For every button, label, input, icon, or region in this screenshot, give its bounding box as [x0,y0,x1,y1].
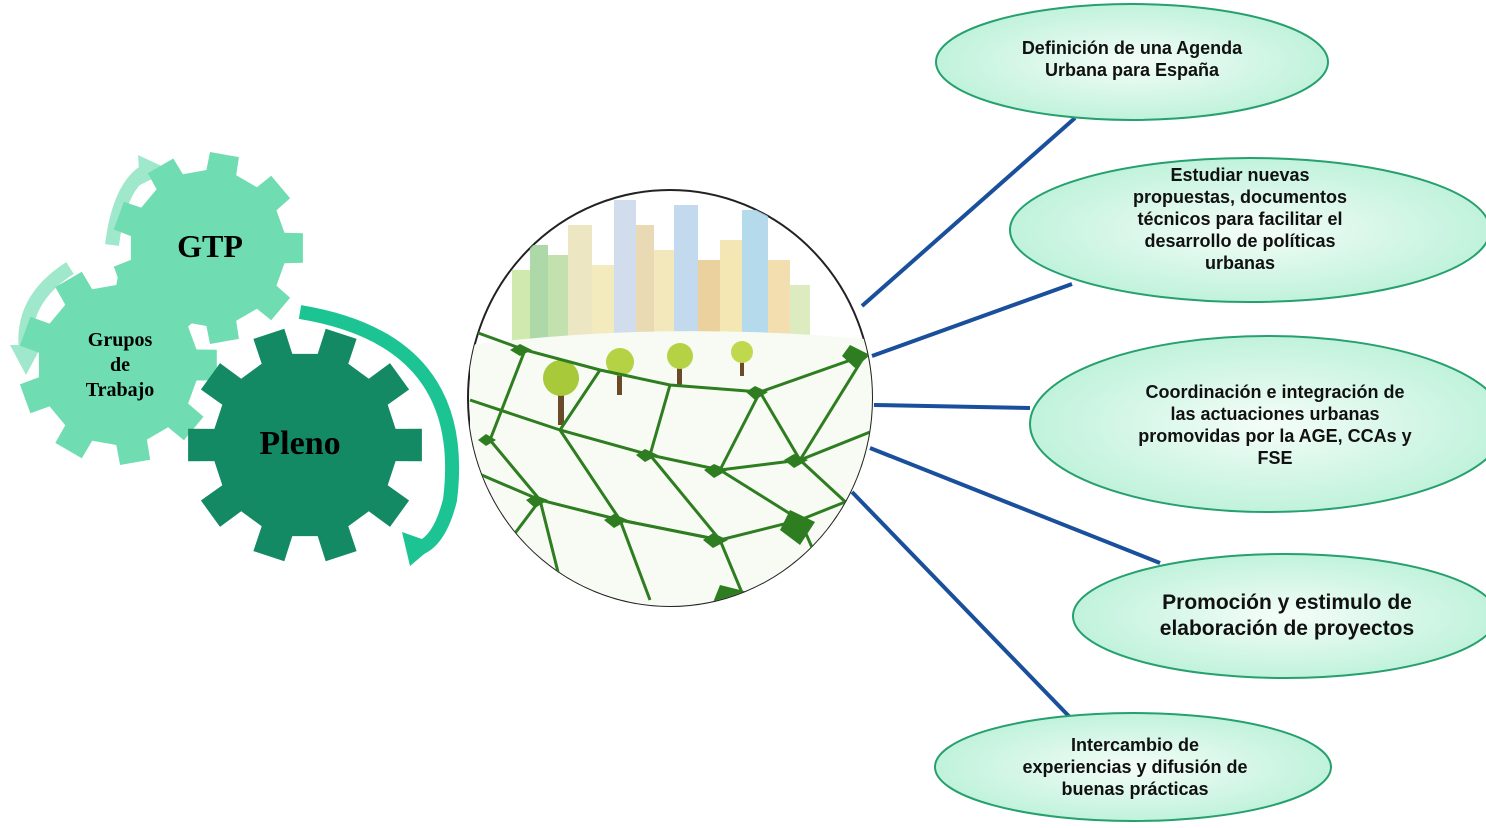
gear-gtp-label: GTP [177,228,243,264]
goal-5-line-3: buenas prácticas [1061,778,1209,799]
gear-gtp-shape [113,152,303,344]
goal-5-line-2: experiencias y difusión de [1022,756,1248,777]
goal-2-line-2: propuestas, documentos [1132,186,1348,207]
connector-1 [860,116,1077,308]
goal-text-1: Definición de una Agenda Urbana para Esp… [982,38,1282,82]
goal-2-line-5: urbanas [1204,252,1276,273]
gear-pleno-label: Pleno [259,425,341,462]
goal-2-line-1: Estudiar nuevas [1170,165,1310,185]
gear-grupos-line-1: Grupos [87,329,153,351]
arrow-grupos-head [10,345,42,375]
goal-3-line-4: FSE [1257,447,1293,468]
goal-3-line-3: promovidas por la AGE, CCAs y [1138,425,1412,446]
gear-grupos-label: Grupos de Trabajo [70,328,170,403]
connector-4 [869,446,1161,565]
goal-oval-4 [1072,553,1486,679]
city-network-illustration [467,189,873,607]
goal-oval-3 [1029,335,1486,513]
goal-3-line-2: las actuaciones urbanas [1170,403,1380,424]
connector-5 [850,490,1092,740]
gear-grupos [19,265,217,465]
goal-text-5: Intercambio de experiencias y difusión d… [1000,735,1270,801]
arrow-pleno-curve [298,305,460,555]
trees [543,341,753,425]
connector-2 [871,282,1073,358]
gear-grupos-shape [19,265,217,465]
goal-text-3: Coordinación e integración de las actuac… [1085,382,1465,470]
gear-grupos-line-2: de [110,354,130,376]
goal-oval-1 [935,3,1329,121]
goal-text-4: Promoción y estimulo de elaboración de p… [1112,590,1462,641]
goal-2-line-3: técnicos para facilitar el [1137,208,1343,229]
goal-4-line-2: elaboración de proyectos [1159,616,1415,640]
gear-pleno [188,328,422,562]
goal-4-line-1: Promoción y estimulo de [1162,591,1412,614]
goal-2-line-4: desarrollo de políticas [1144,230,1336,251]
goal-1-line-2: Urbana para España [1044,59,1220,80]
connector-3 [873,403,1031,410]
gear-grupos-line-3: Trabajo [85,379,155,401]
connector-lines [850,116,1161,740]
goal-1-line-1: Definición de una Agenda [1021,38,1243,58]
goal-text-2: Estudiar nuevas propuestas, documentos t… [1070,165,1410,275]
goal-3-line-1: Coordinación e integración de [1145,382,1405,402]
goal-oval-5 [934,712,1332,822]
arrow-pleno-head [402,532,436,566]
gear-pleno-shape [188,328,422,562]
goal-5-line-1: Intercambio de [1070,735,1200,755]
goal-oval-2 [1009,157,1486,303]
gear-gtp [113,152,303,344]
